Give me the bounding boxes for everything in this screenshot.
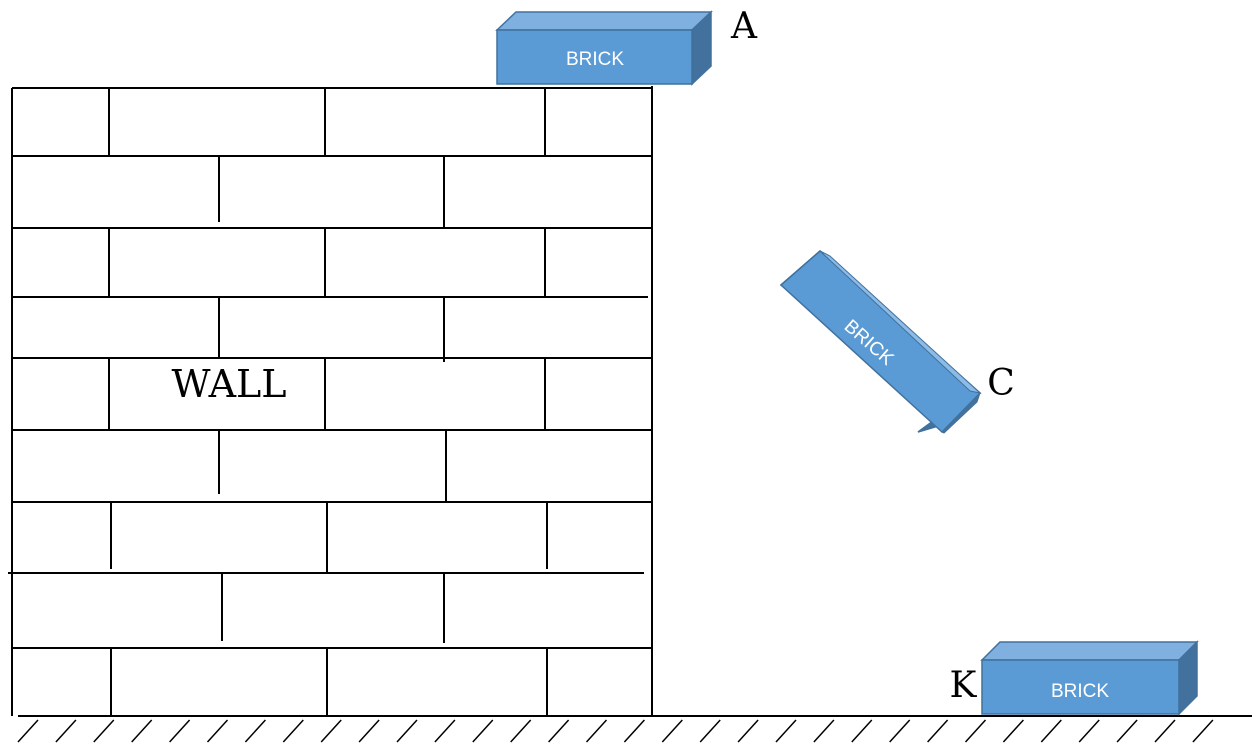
- brick-a-position-label: A: [730, 6, 758, 47]
- ground-hatch-mark: [737, 719, 759, 743]
- ground-hatch-mark: [17, 719, 39, 743]
- wall-course-lines: [8, 155, 652, 649]
- ground-hatch-mark: [93, 719, 115, 743]
- ground-hatch-mark: [1192, 719, 1214, 743]
- ground-hatch-mark: [548, 719, 570, 743]
- ground-hatch-mark: [169, 719, 191, 743]
- wall-joint-lines: [108, 88, 548, 716]
- ground-hatch-mark: [396, 719, 418, 743]
- ground-hatch-mark: [282, 719, 304, 743]
- ground-hatch-mark: [434, 719, 456, 743]
- ground-hatch-mark: [510, 719, 532, 743]
- ground-hatch-mark: [55, 719, 77, 743]
- brick-c-end-face: [941, 392, 981, 434]
- brick-k-text: BRICK: [1051, 681, 1109, 702]
- ground-hatch-mark: [775, 719, 797, 743]
- ground-hatch-mark: [889, 719, 911, 743]
- ground-hatch-mark: [1002, 719, 1024, 743]
- wall: [8, 86, 653, 716]
- ground-hatch-mark: [851, 719, 873, 743]
- ground-hatch-mark: [964, 719, 987, 743]
- brick-c: BRICK: [779, 250, 982, 434]
- ground-hatch-mark: [131, 719, 153, 743]
- brick-a-text: BRICK: [566, 49, 624, 70]
- brick-a-front-face: [496, 29, 693, 85]
- ground-hatch-mark: [1154, 719, 1176, 743]
- brick-a: BRICK: [495, 10, 713, 86]
- ground-hatch-mark: [661, 719, 683, 743]
- brick-k-front-face: [981, 659, 1180, 715]
- ground-hatch-mark: [813, 719, 835, 743]
- brick-k: BRICK: [980, 640, 1199, 716]
- ground-hatch-mark: [206, 719, 229, 743]
- ground-hatch-mark: [320, 719, 342, 743]
- ground-hatch-mark: [358, 719, 380, 743]
- brick-k-position-label: K: [950, 665, 978, 706]
- ground-hatching: [17, 719, 1214, 743]
- ground-hatch-mark: [1040, 719, 1062, 743]
- ground-hatch-mark: [585, 719, 608, 743]
- ground-hatch-mark: [1116, 719, 1138, 743]
- brick-a-top-face: [495, 11, 713, 31]
- ground: [17, 715, 1252, 743]
- ground-hatch-mark: [1078, 719, 1100, 743]
- ground-hatch-mark: [927, 719, 949, 743]
- ground-hatch-mark: [623, 719, 645, 743]
- ground-hatch-mark: [472, 719, 494, 743]
- brick-k-top-face: [980, 641, 1199, 661]
- wall-label: WALL: [171, 362, 286, 406]
- brick-c-position-label: C: [987, 363, 1015, 404]
- ground-hatch-mark: [244, 719, 266, 743]
- ground-hatch-mark: [699, 719, 721, 743]
